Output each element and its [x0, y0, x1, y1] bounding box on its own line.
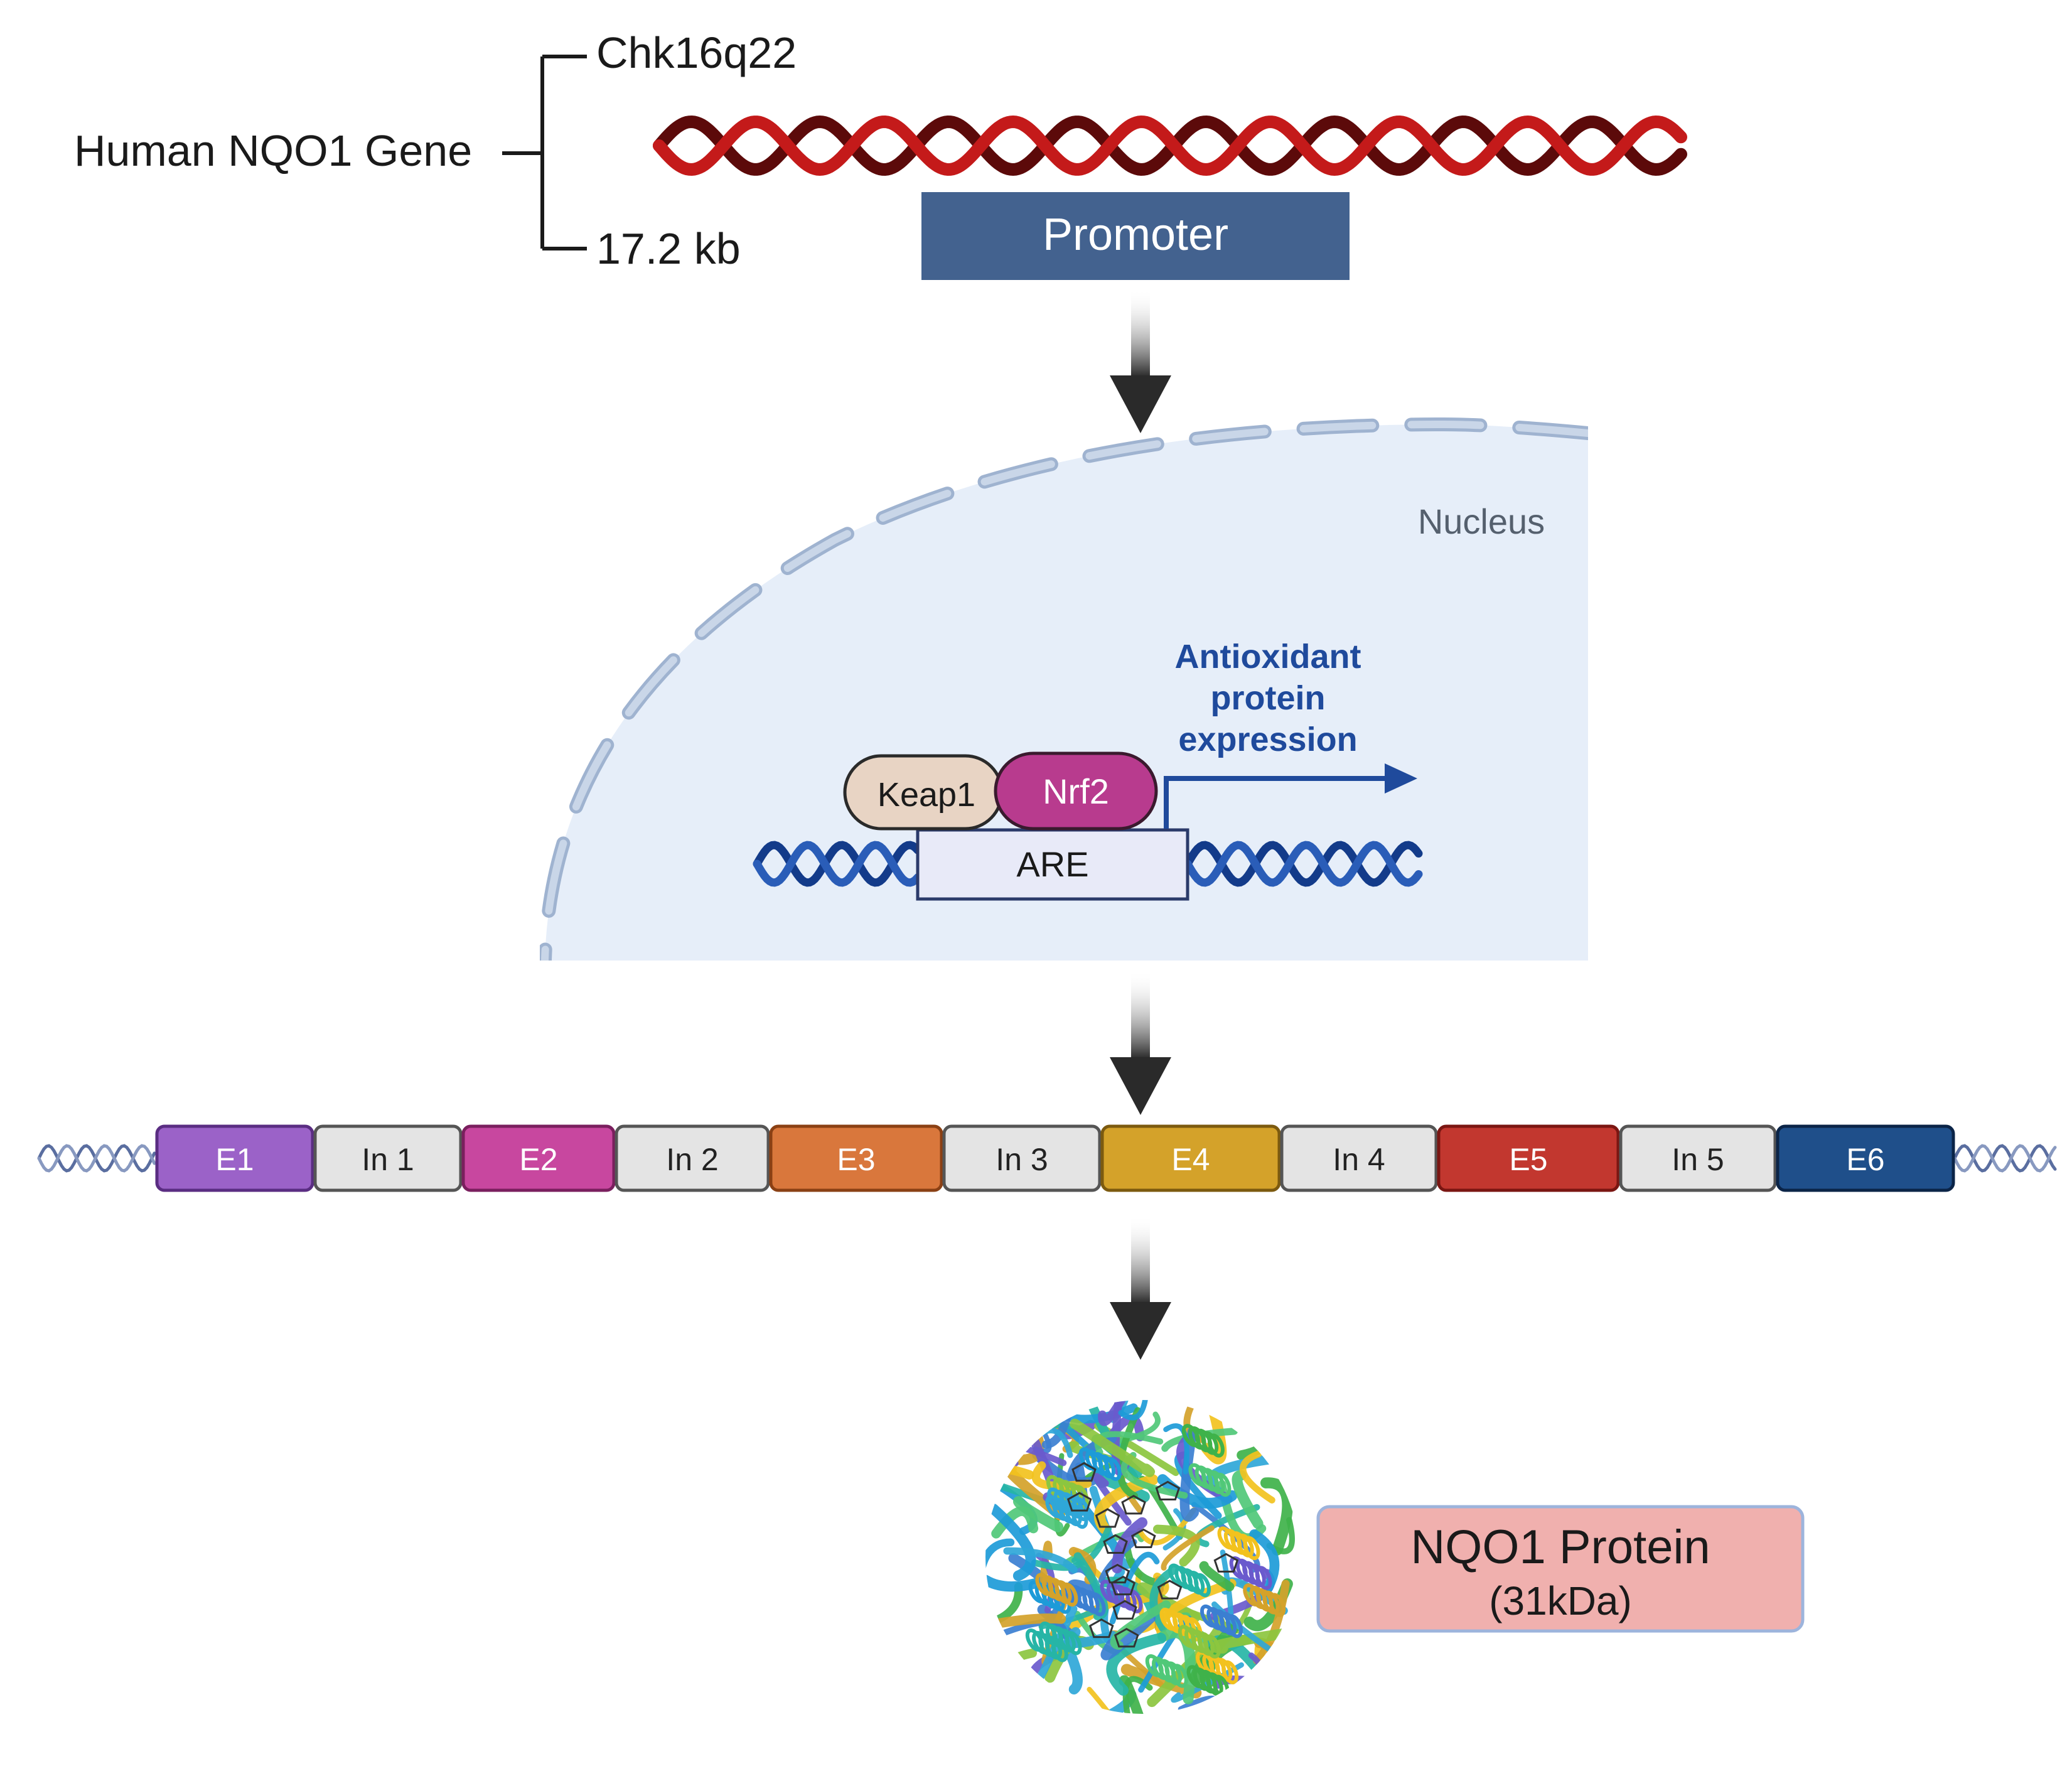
gene-size: 17.2 kb	[596, 224, 741, 273]
dna-helix-blue	[753, 841, 1423, 887]
gene-segment-label: E4	[1171, 1142, 1210, 1177]
red-dna-strand-b	[653, 115, 1687, 176]
gene-header: Human NQO1 Gene Chk16q22 17.2 kb	[74, 28, 797, 273]
arrow-down-icon	[1110, 971, 1171, 1115]
keap1-protein: Keap1	[843, 754, 1004, 831]
expression-arrow-icon	[1164, 763, 1417, 829]
gene-segment-label: In 2	[666, 1142, 718, 1177]
gene-bracket	[502, 55, 587, 250]
protein-name: NQO1 Protein	[1410, 1521, 1710, 1574]
promoter-box: Promoter	[921, 192, 1350, 280]
gene-segment-label: In 3	[996, 1142, 1048, 1177]
gene-segment-label: E6	[1846, 1142, 1884, 1177]
expression-line-3: expression	[1178, 721, 1357, 758]
small-dna-right-strand-a	[1953, 1144, 2057, 1173]
dna-helix-small-right	[1953, 1144, 2057, 1173]
expression-line-2: protein	[1211, 679, 1326, 717]
gene-label: Human NQO1 Gene	[74, 126, 472, 175]
nrf2-label: Nrf2	[1043, 772, 1109, 811]
protein-box: NQO1 Protein (31kDa)	[1316, 1505, 1805, 1633]
gene-segment-e1: E1	[155, 1124, 314, 1192]
promoter-label: Promoter	[1043, 210, 1228, 260]
small-dna-left-strand-b	[37, 1144, 156, 1173]
gene-segment-in4: In 4	[1280, 1124, 1438, 1192]
gene-segment-e5: E5	[1437, 1124, 1620, 1192]
gene-segment-in3: In 3	[942, 1124, 1102, 1192]
gene-segment-e4: E4	[1100, 1124, 1281, 1192]
keap1-label: Keap1	[878, 776, 975, 814]
protein-weight: (31kDa)	[1489, 1578, 1632, 1623]
gene-segment-e6: E6	[1776, 1124, 1955, 1192]
expression-line-1: Antioxidant	[1175, 638, 1361, 676]
gene-structure: E1 In 1 E2 In 2 E3 In 3 E4 In 4 E5 In 5 E6	[155, 1124, 1955, 1192]
gene-segment-label: E5	[1509, 1142, 1547, 1177]
gene-segment-in1: In 1	[313, 1124, 463, 1192]
dna-helix-small-left	[37, 1144, 156, 1173]
nucleus	[540, 417, 1588, 961]
gene-segment-label: E1	[215, 1142, 254, 1177]
nrf2-protein: Nrf2	[994, 751, 1158, 831]
gene-segment-label: In 4	[1333, 1142, 1385, 1177]
gene-segment-e3: E3	[769, 1124, 943, 1192]
dna-helix-red	[653, 115, 1687, 176]
gene-segment-in5: In 5	[1619, 1124, 1777, 1192]
blue-dna-right-strand-b	[1183, 841, 1423, 887]
gene-segment-e2: E2	[461, 1124, 616, 1192]
gene-segment-label: E3	[837, 1142, 875, 1177]
blue-dna-right-strand-a	[1183, 841, 1423, 887]
nucleus-label: Nucleus	[1418, 502, 1545, 541]
arrow-down-icon	[1110, 1215, 1171, 1360]
small-dna-right-strand-b	[1953, 1144, 2057, 1173]
gene-segment-label: In 5	[1672, 1142, 1724, 1177]
blue-dna-left-strand-b	[753, 841, 922, 887]
protein-structure-icon	[985, 1400, 1299, 1714]
gene-segment-in2: In 2	[615, 1124, 770, 1192]
gene-location: Chk16q22	[596, 28, 797, 77]
are-box: ARE	[916, 828, 1189, 901]
expression-label: Antioxidant protein expression	[1175, 638, 1361, 758]
arrow-down-icon	[1110, 289, 1171, 433]
gene-segment-label: E2	[519, 1142, 557, 1177]
are-label: ARE	[1016, 844, 1088, 884]
gene-segment-label: In 1	[362, 1142, 414, 1177]
